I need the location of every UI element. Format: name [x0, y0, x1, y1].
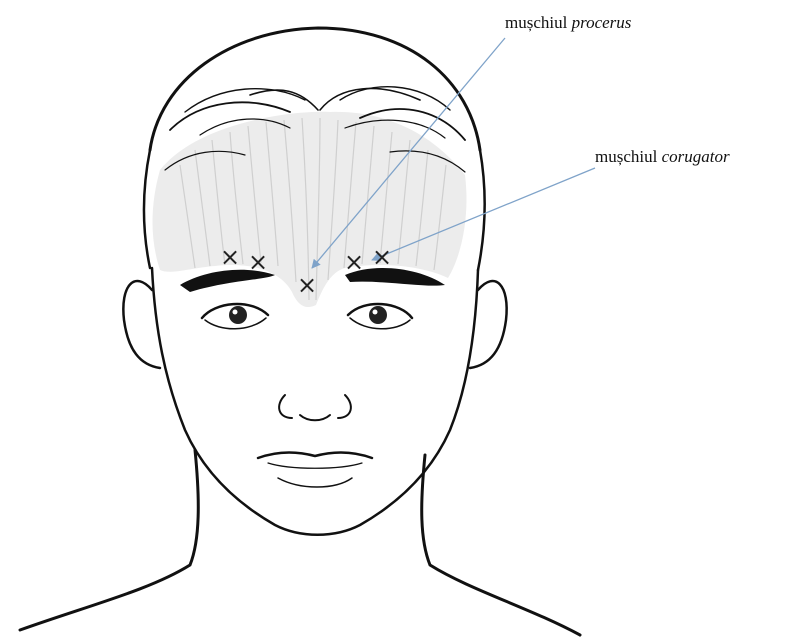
injection-marker: × [297, 271, 317, 299]
mouth [258, 453, 372, 488]
injection-marker: × [248, 248, 268, 276]
face-outline [152, 268, 478, 535]
eyes [202, 304, 412, 329]
injection-marker: × [220, 243, 240, 271]
label-corugator: mușchiul corugator [595, 147, 730, 166]
neck-shoulders [20, 450, 580, 635]
nose [279, 395, 351, 420]
label-procerus: mușchiul procerus [505, 13, 632, 32]
injection-marker: × [344, 248, 364, 276]
injection-marker: × [372, 243, 392, 271]
